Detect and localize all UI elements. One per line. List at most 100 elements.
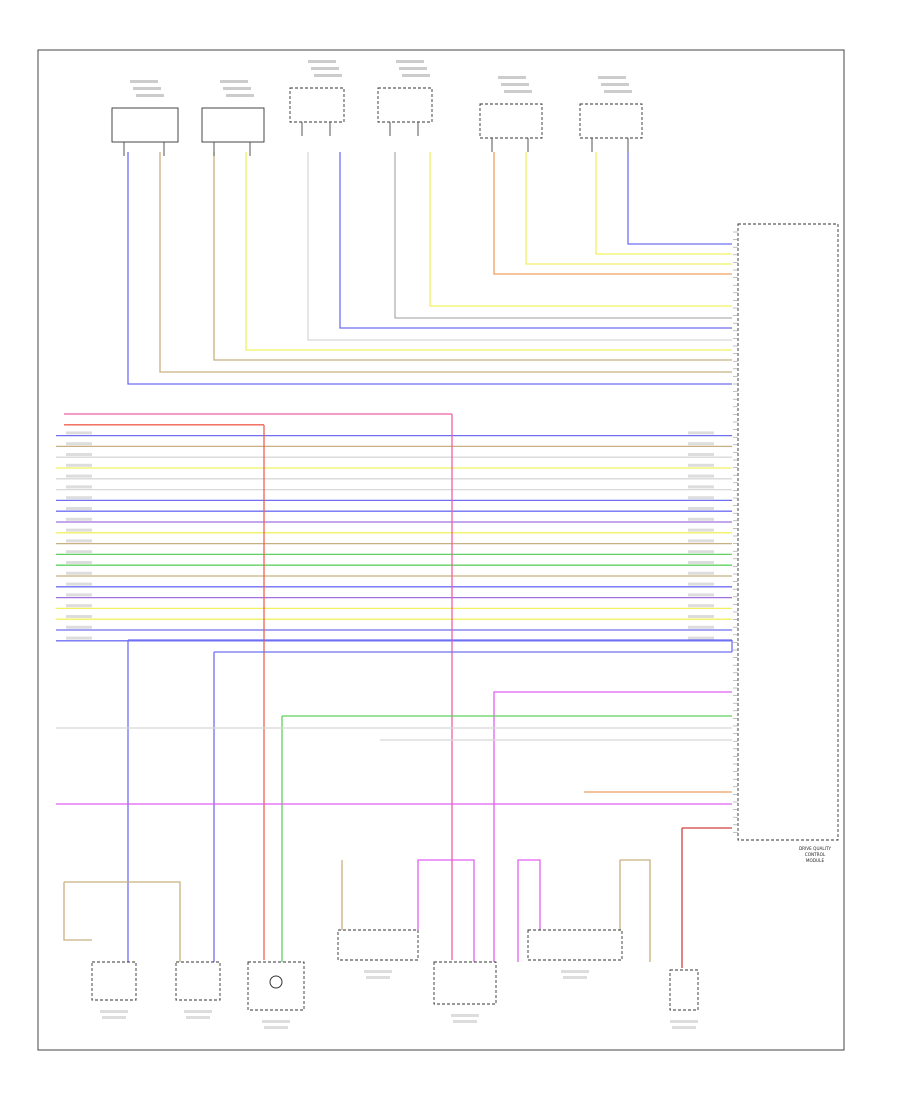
wire-label-right [688,615,714,618]
sensor-caption-bar [223,87,251,90]
wire-label-right [688,453,714,456]
wire-label-left [66,550,92,554]
component-caption-bar [453,1020,477,1023]
sensor-signal-wire [627,152,732,245]
wire-label-right [688,571,714,575]
magenta-loop-wire [517,859,541,962]
component-caption-bar [100,1010,128,1013]
sensor-caption-bar [308,60,336,63]
magenta-loop-wire [417,859,475,962]
sensor-signal-wire [307,152,732,341]
wires-group [56,152,733,968]
wire-label-left [66,604,92,608]
component-caption-bar [264,1026,288,1029]
components-group [91,60,699,1029]
component-caption-bar [451,1014,479,1017]
sensor-caption-bar [314,74,342,77]
sensor-signal-wire [525,152,732,265]
component-caption-bar [364,970,392,973]
sensor-caption-bar [498,76,526,79]
module-caption-line: CONTROL [805,852,826,857]
seat-belt-switch-passenger [175,961,221,1001]
wire-label-left [66,582,92,586]
wire-label-right [688,582,714,586]
seat-belt-switch-driver [91,961,137,1001]
wire-label-left [66,561,92,564]
sensor-body [479,103,543,139]
wire-label-left [66,625,92,629]
wire-label-left [66,528,92,532]
wire-label-left [66,507,92,510]
sensor-signal-wire [394,152,732,319]
wire-label-left [66,496,92,500]
sensor-caption-bar [136,94,164,97]
component-caption-bar [672,1026,696,1029]
sensor-body [377,87,433,123]
connector-pins [733,231,738,833]
wire-label-left [66,485,92,489]
wire-label-left [66,615,92,618]
component-caption-bar [563,976,587,979]
sensor-caption-bar [130,80,158,83]
tan-loop-wire [64,881,181,962]
sensor-signal-wire [245,152,732,351]
sensor-caption-bar [133,87,161,90]
diagram-border [37,49,845,1051]
wire-label-left [66,539,92,543]
sensor-signal-wire [493,152,732,275]
sensor-symbol [269,975,283,989]
violet-bundle-wire [493,691,732,962]
wire-label-left [66,571,92,575]
tan-loop-wire [63,882,92,941]
module-outline [737,223,839,841]
sensor-signal-wire [213,152,732,361]
wire-label-left [66,517,92,521]
wire-label-right [688,593,714,597]
component-caption-bar [186,1016,210,1019]
sensor-body [579,103,643,139]
wire-label-right [688,636,714,640]
wire-label-right [688,496,714,500]
wire-label-right [688,625,714,629]
sensor-caption-bar [598,76,626,79]
sensor-caption-bar [311,67,339,70]
passenger-seat-module [433,961,497,1005]
sensor-caption-bar [226,94,254,97]
module-caption-line: DRIVE QUALITY [799,846,832,851]
sensor-signal-wire [159,152,732,373]
wire-label-right [688,539,714,543]
wire-label-left [66,474,92,478]
component-caption-bar [670,1020,698,1023]
wire-label-left [66,431,92,435]
sensor-caption-bar [501,83,529,86]
wire-label-right [688,550,714,554]
wire-label-right [688,431,714,435]
occupant-sensor [247,961,305,1011]
wire-label-left [66,593,92,597]
component-caption-bar [561,970,589,973]
driver-seat-module [337,929,419,961]
wire-label-left [66,453,92,456]
component-caption-bar [184,1010,212,1013]
tan-seat-wire [620,859,651,962]
sensor-signal-wire [595,152,732,255]
wire-label-right [688,528,714,532]
wire-label-right [688,485,714,489]
sensor-caption-bar [504,90,532,93]
sensor-body [289,87,345,123]
wire-label-right [688,517,714,521]
passenger-indicator [669,969,699,1011]
wire-label-right [688,561,714,564]
sensor-caption-bar [396,60,424,63]
wire-label-right [688,507,714,510]
sensor-signal-wire [127,152,732,385]
sensor-body [201,107,265,143]
component-caption-bar [366,976,390,979]
wire-label-left [66,442,92,446]
module-caption-line: MODULE [806,858,825,863]
sensor-caption-bar [601,83,629,86]
wire-label-right [688,474,714,478]
sensor-caption-bar [604,90,632,93]
sensor-signal-wire [339,152,732,329]
